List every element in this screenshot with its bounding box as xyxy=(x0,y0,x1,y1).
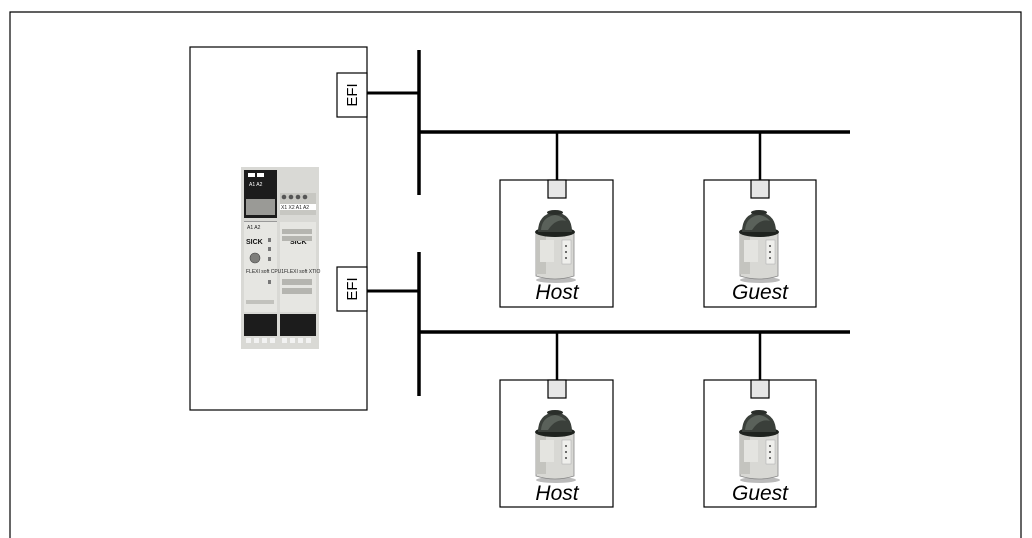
module-label-xtio: FLEXI soft XTIO xyxy=(284,269,321,275)
device-guest-2: Guest xyxy=(703,379,817,508)
device-label: Host xyxy=(535,482,579,505)
network-2-lines xyxy=(367,252,850,396)
device-guest-1: Guest xyxy=(703,179,817,308)
device-host-2: Host xyxy=(499,379,614,508)
module-label-cpu1: FLEXI soft CPU1 xyxy=(246,269,284,275)
svg-text:A1 A2: A1 A2 xyxy=(249,182,263,188)
device-host-1: Host xyxy=(499,179,614,308)
efi-port-label: EFI xyxy=(344,83,361,106)
device-label: Guest xyxy=(732,281,789,304)
svg-text:X1 X2 A1 A2: X1 X2 A1 A2 xyxy=(281,205,309,211)
device-label: Guest xyxy=(732,482,789,505)
flexi-soft-module-image: A1 A2 X1 X2 A1 A2 A1 A2 SICK SICK FLEXI … xyxy=(241,167,321,349)
device-label: Host xyxy=(535,281,579,304)
efi-port-2: EFI xyxy=(336,266,368,312)
page-border xyxy=(9,11,1022,538)
svg-text:A1 A2: A1 A2 xyxy=(247,225,261,231)
efi-port-1: EFI xyxy=(336,72,368,118)
module-brand-right: SICK xyxy=(290,239,307,246)
module-brand-left: SICK xyxy=(246,239,263,246)
efi-port-label: EFI xyxy=(344,277,361,300)
network-1-lines xyxy=(367,50,850,195)
